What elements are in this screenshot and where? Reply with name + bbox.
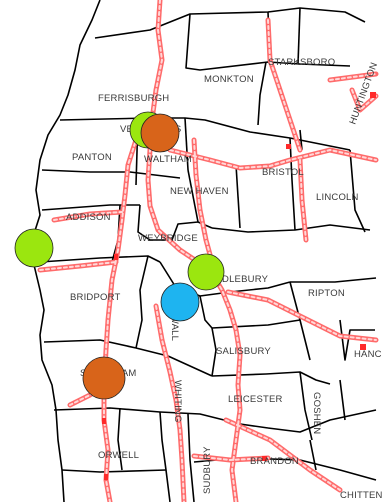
town-label-middlebury: MIDDLEBURY <box>204 274 269 285</box>
map-marker[interactable] <box>160 282 200 322</box>
town-label-chitten: CHITTEN <box>340 490 383 501</box>
map-marker[interactable] <box>82 356 126 400</box>
town-label-lincoln: LINCOLN <box>316 192 359 203</box>
town-label-whiting: WHITING <box>172 380 183 423</box>
town-label-monkton: MONKTON <box>204 74 254 85</box>
town-label-salisbury: SALISBURY <box>216 346 271 357</box>
town-label-starksboro: STARKSBORO <box>268 57 335 68</box>
town-label-ripton: RIPTON <box>308 288 345 299</box>
map-marker[interactable] <box>140 113 180 153</box>
town-label-bridport: BRIDPORT <box>70 292 121 303</box>
markers[interactable] <box>14 111 225 400</box>
town-label-waltham: WALTHAM <box>144 154 192 165</box>
map-marker[interactable] <box>187 253 225 291</box>
town-label-orwell: ORWELL <box>98 450 139 461</box>
town-label-goshen: GOSHEN <box>311 392 322 434</box>
map-marker[interactable] <box>14 228 54 268</box>
town-label-weybridge: WEYBRIDGE <box>138 233 198 244</box>
roads <box>37 0 379 502</box>
town-label-ferrisburgh: FERRISBURGH <box>98 93 169 104</box>
town-label-bristol: BRISTOL <box>262 167 304 178</box>
town-label-addison: ADDISON <box>66 212 111 223</box>
town-label-hanc: HANC <box>354 349 382 360</box>
town-label-leicester: LEICESTER <box>228 394 283 405</box>
town-label-new-haven: NEW HAVEN <box>170 186 229 197</box>
town-label-panton: PANTON <box>72 152 112 163</box>
town-boundaries <box>31 0 377 502</box>
town-label-brandon: BRANDON <box>250 456 299 467</box>
town-label-sudbury: SUDBURY <box>202 446 213 494</box>
